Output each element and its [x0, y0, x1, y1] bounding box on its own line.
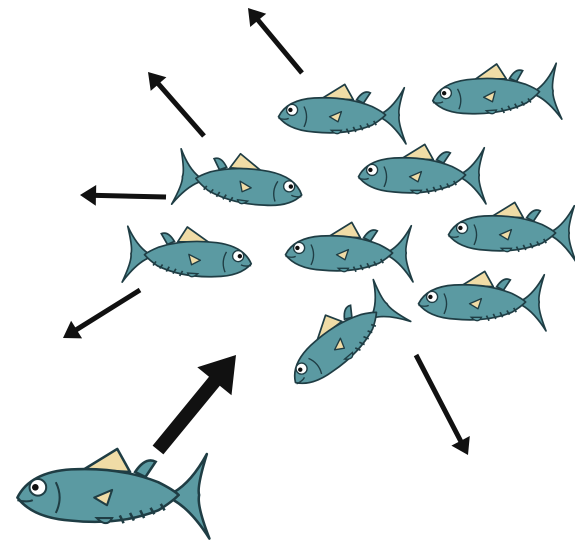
- fish-school-scene: [0, 0, 575, 554]
